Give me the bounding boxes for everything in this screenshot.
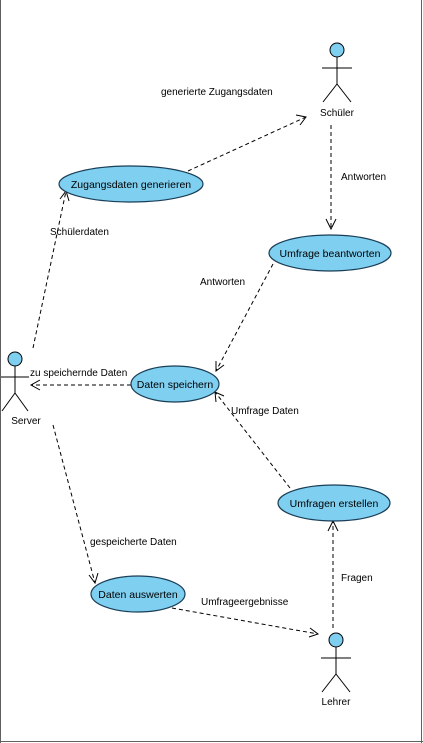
usecase-umfragen-erstellen-label: Umfragen erstellen xyxy=(290,498,379,510)
flow-gespeicherte-daten xyxy=(52,424,99,585)
label-schuelerdaten: Schülerdaten xyxy=(50,227,109,238)
actor-schueler-label: Schüler xyxy=(320,108,355,119)
label-antworten-speichern: Antworten xyxy=(200,277,245,288)
usecase-daten-auswerten-label: Daten auswerten xyxy=(98,589,178,601)
usecase-umfrage-beantworten[interactable]: Umfrage beantworten xyxy=(268,234,392,272)
label-fragen: Fragen xyxy=(341,573,373,584)
usecase-umfragen-erstellen[interactable]: Umfragen erstellen xyxy=(277,484,391,522)
flow-antworten-schueler xyxy=(325,125,337,231)
flow-umfrageergebnisse xyxy=(171,607,320,638)
flow-generierte-zugangsdaten xyxy=(187,114,307,172)
label-antworten-schueler: Antworten xyxy=(341,172,386,183)
label-generierte-zugangsdaten: generierte Zugangsdaten xyxy=(161,87,273,98)
usecase-zugangsdaten-generieren[interactable]: Zugangsdaten generieren xyxy=(58,165,204,203)
flow-antworten-speichern xyxy=(215,263,274,372)
flow-fragen xyxy=(327,519,339,628)
actor-lehrer[interactable]: Lehrer xyxy=(321,632,352,708)
flow-zu-speichernde-daten xyxy=(29,379,131,391)
label-umfrageergebnisse: Umfrageergebnisse xyxy=(201,597,289,608)
actor-server[interactable]: Server xyxy=(1,351,41,427)
usecase-zugangsdaten-generieren-label: Zugangsdaten generieren xyxy=(71,179,191,191)
usecase-daten-speichern-label: Daten speichern xyxy=(137,379,214,391)
actor-server-label: Server xyxy=(11,416,41,427)
label-gespeicherte-daten: gespeicherte Daten xyxy=(90,537,177,548)
actor-schueler[interactable]: Schüler xyxy=(320,42,355,119)
usecase-daten-auswerten[interactable]: Daten auswerten xyxy=(90,575,186,613)
label-zu-speichernde-daten: zu speichernde Daten xyxy=(30,368,127,379)
label-umfrage-daten: Umfrage Daten xyxy=(231,406,299,417)
usecase-umfrage-beantworten-label: Umfrage beantworten xyxy=(280,248,381,260)
actor-lehrer-label: Lehrer xyxy=(322,697,352,708)
flow-schuelerdaten xyxy=(32,189,70,349)
usecase-daten-speichern[interactable]: Daten speichern xyxy=(130,365,220,403)
